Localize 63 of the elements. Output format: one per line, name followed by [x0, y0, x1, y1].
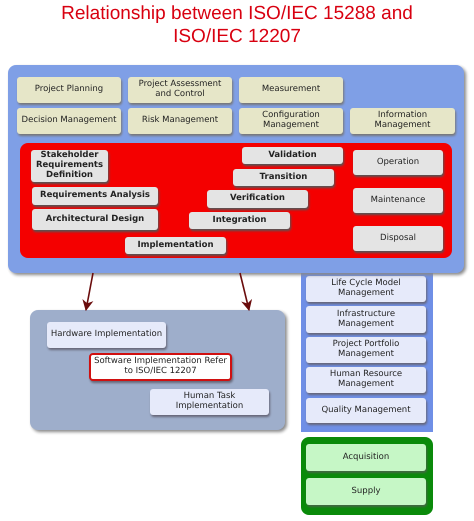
process-box [239, 77, 343, 103]
process-box [306, 337, 426, 363]
implementation-panel [30, 310, 285, 430]
box-label: Supply [350, 486, 382, 496]
arrow [239, 272, 252, 312]
box-label: Life Cycle Model Management [330, 279, 402, 299]
box-label: Human Task Implementation [174, 392, 244, 412]
process-column-panel [301, 273, 433, 432]
box-label: Quality Management [320, 406, 412, 416]
process-box [128, 77, 232, 103]
box-label: Project Assessment and Control [138, 80, 222, 100]
box-label: Integration [212, 216, 268, 226]
process-box [125, 237, 226, 254]
box-label: Risk Management [140, 116, 220, 126]
process-group-panel [20, 143, 452, 258]
box-label: Operation [376, 158, 420, 168]
process-box [47, 322, 166, 348]
process-box [207, 190, 308, 208]
box-label: Architectural Design [44, 214, 146, 224]
box-label: Information Management [374, 111, 432, 131]
process-box [150, 389, 269, 415]
process-box [233, 169, 334, 186]
box-label: Acquisition [342, 452, 390, 462]
box-label: Transition [258, 172, 308, 182]
box-label: Maintenance [370, 196, 426, 206]
box-label: Decision Management [20, 116, 118, 126]
box-label: Human Resource Management [328, 370, 404, 390]
agreement-panel [301, 437, 433, 515]
box-label: Configuration Management [261, 111, 321, 131]
process-box [306, 444, 426, 471]
box-label: Stakeholder Requirements Definition [34, 151, 104, 181]
box-label: Disposal [379, 234, 417, 244]
box-label: Measurement [260, 85, 322, 95]
box-label: Validation [267, 150, 318, 160]
process-box [89, 353, 232, 381]
box-label: Infrastructure Management [336, 310, 396, 330]
process-box [242, 147, 343, 164]
arrow [82, 272, 94, 312]
process-box [128, 108, 232, 134]
process-box [350, 108, 455, 134]
box-label: Implementation [136, 240, 215, 250]
process-box [353, 188, 443, 213]
process-box [353, 150, 443, 175]
box-label: Verification [229, 194, 286, 204]
box-label: Software Implementation Refer to ISO/IEC 12207 [93, 357, 228, 377]
box-label: Hardware Implementation [50, 330, 164, 340]
box-label: Project Planning [34, 85, 104, 95]
process-box [17, 108, 121, 134]
process-box [353, 226, 443, 251]
process-box [32, 209, 158, 230]
process-box [306, 478, 426, 505]
process-box [189, 212, 290, 229]
box-label: Requirements Analysis [39, 191, 151, 201]
container-panel [8, 65, 464, 273]
process-box [306, 276, 426, 302]
diagram-title: Relationship between ISO/IEC 15288 and ISO/IEC 12207 [60, 2, 414, 48]
process-box [306, 398, 426, 423]
process-box [306, 306, 426, 333]
process-box [306, 367, 426, 393]
box-label: Project Portfolio Management [332, 340, 400, 360]
process-box [32, 187, 158, 205]
process-box [17, 77, 121, 103]
process-box [239, 108, 343, 134]
